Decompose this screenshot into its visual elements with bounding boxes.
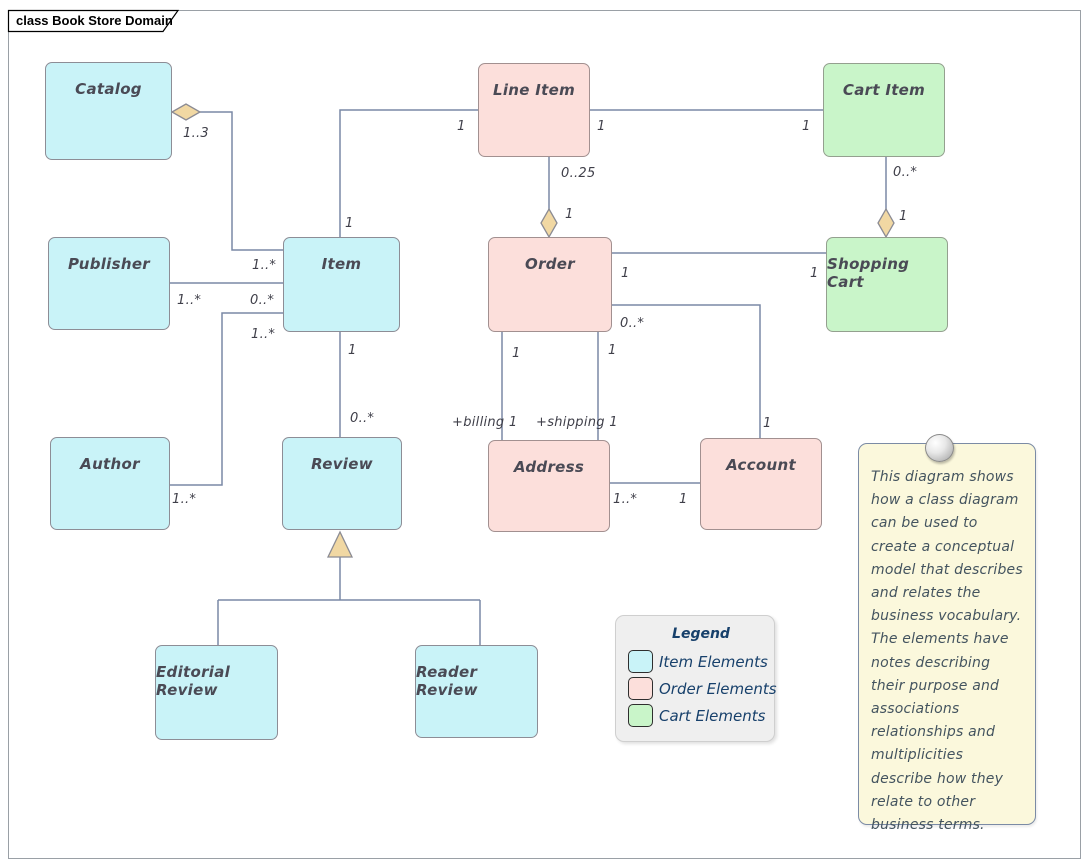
legend-label: Cart Elements xyxy=(659,706,766,725)
legend-label: Item Elements xyxy=(659,652,768,671)
aggregation-diamond-order xyxy=(540,207,558,239)
diagram-frame xyxy=(8,10,1081,859)
multiplicity-label: 1 xyxy=(802,119,811,134)
class-account[interactable]: Account xyxy=(700,438,822,530)
multiplicity-label: 1..3 xyxy=(183,126,210,141)
class-name: Author xyxy=(80,455,140,473)
class-name: Account xyxy=(726,456,796,474)
note-pin-icon xyxy=(925,434,954,462)
class-name: Order xyxy=(525,255,575,273)
class-name: Shopping Cart xyxy=(827,255,910,291)
class-name: Reader Review xyxy=(416,663,478,699)
diagram-note[interactable]: This diagram shows how a class diagram c… xyxy=(858,443,1036,833)
class-author[interactable]: Author xyxy=(50,437,170,530)
legend[interactable]: Legend Item Elements Order Elements Cart… xyxy=(615,615,777,742)
class-shopping-cart[interactable]: Shopping Cart xyxy=(826,237,948,332)
aggregation-diamond-shoppingcart xyxy=(877,207,895,239)
multiplicity-label: 1 xyxy=(679,492,688,507)
multiplicity-label: 1..* xyxy=(613,492,638,507)
multiplicity-label: 1 xyxy=(597,119,606,134)
multiplicity-label: 0..* xyxy=(620,316,645,331)
legend-row-item: Item Elements xyxy=(628,648,774,675)
multiplicity-label: 1 xyxy=(348,343,357,358)
class-order[interactable]: Order xyxy=(488,237,612,332)
class-name: Line Item xyxy=(492,81,576,99)
role-label-shipping: +shipping 1 xyxy=(536,415,618,430)
legend-title: Legend xyxy=(672,626,730,642)
frame-tab-label: class Book Store Domain xyxy=(16,13,173,28)
legend-row-cart: Cart Elements xyxy=(628,702,774,729)
connector-author-item xyxy=(170,312,283,486)
generalization-triangle-review xyxy=(326,530,354,558)
class-catalog[interactable]: Catalog xyxy=(45,62,172,160)
aggregation-diamond-catalog xyxy=(170,103,202,121)
class-publisher[interactable]: Publisher xyxy=(48,237,170,330)
class-name: Publisher xyxy=(67,255,151,273)
multiplicity-label: 0..* xyxy=(893,165,918,180)
multiplicity-label: 1..* xyxy=(172,492,197,507)
connector-order-account xyxy=(612,304,761,438)
note-text: This diagram shows how a class diagram c… xyxy=(871,469,1023,834)
multiplicity-label: 1 xyxy=(512,346,521,361)
class-name: Address xyxy=(513,458,585,476)
multiplicity-label: 0..25 xyxy=(561,166,596,181)
multiplicity-label: 1 xyxy=(608,343,617,358)
connector-generalization-tree xyxy=(217,557,481,645)
class-editorial-review[interactable]: Editorial Review xyxy=(155,645,278,740)
multiplicity-label: 1 xyxy=(810,266,819,281)
multiplicity-label: 1 xyxy=(763,416,772,431)
frame-tab xyxy=(7,9,180,33)
multiplicity-label: 1..* xyxy=(252,258,277,273)
class-name: Review xyxy=(311,455,373,473)
legend-label: Order Elements xyxy=(659,679,777,698)
item-color-swatch xyxy=(628,650,653,673)
multiplicity-label: 1 xyxy=(621,266,630,281)
role-label-billing: +billing 1 xyxy=(452,415,518,430)
class-line-item[interactable]: Line Item xyxy=(478,63,590,157)
multiplicity-label: 1 xyxy=(565,207,574,222)
multiplicity-label: 0..* xyxy=(350,411,375,426)
multiplicity-label: 1 xyxy=(899,209,908,224)
order-color-swatch xyxy=(628,677,653,700)
multiplicity-label: 1 xyxy=(457,119,466,134)
class-item[interactable]: Item xyxy=(283,237,400,332)
class-cart-item[interactable]: Cart Item xyxy=(823,63,945,157)
multiplicity-label: 1..* xyxy=(251,327,276,342)
legend-row-order: Order Elements xyxy=(628,675,777,702)
class-name: Cart Item xyxy=(842,81,926,99)
class-name: Item xyxy=(321,255,362,273)
class-name: Catalog xyxy=(75,80,142,98)
class-review[interactable]: Review xyxy=(282,437,402,530)
multiplicity-label: 1 xyxy=(345,216,354,231)
multiplicity-label: 0..* xyxy=(250,293,275,308)
class-name: Editorial Review xyxy=(156,663,231,699)
class-reader-review[interactable]: Reader Review xyxy=(415,645,538,738)
connector-catalog-item xyxy=(200,111,283,251)
cart-color-swatch xyxy=(628,704,653,727)
multiplicity-label: 1..* xyxy=(177,293,202,308)
connector-lineitem-item xyxy=(339,109,478,237)
class-address[interactable]: Address xyxy=(488,440,610,532)
